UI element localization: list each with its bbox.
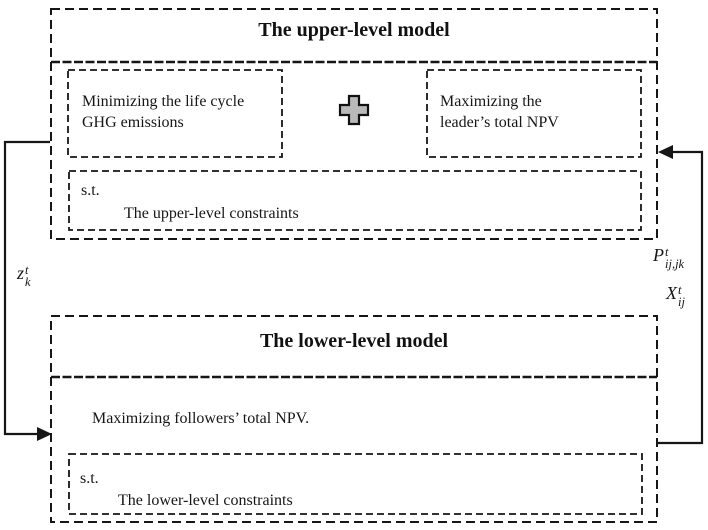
- plus-icon: [338, 94, 370, 126]
- p-variable-sub: ij,jk: [665, 257, 685, 271]
- lower-model-title: The lower-level model: [259, 330, 449, 352]
- left-arrowhead-icon: [37, 427, 52, 441]
- upper-constraints-box: [68, 170, 642, 231]
- upper-model-box: [50, 8, 658, 240]
- z-variable-sup: t: [25, 263, 29, 278]
- x-variable-sup: t: [678, 283, 682, 298]
- lower-objective-text: Maximizing followers’ total NPV.: [92, 410, 310, 427]
- right-arrowhead-icon: [658, 145, 673, 159]
- upper-st-label: s.t.: [81, 182, 100, 199]
- p-variable-base: P: [653, 245, 664, 265]
- lower-constraints-text: The lower-level constraints: [118, 492, 293, 509]
- z-variable-sub: k: [25, 275, 31, 289]
- x-variable-sub: ij: [678, 295, 685, 309]
- left-feedback-arrow: [3, 140, 52, 441]
- right-feedback-arrow: [657, 145, 704, 445]
- lower-st-label: s.t.: [80, 470, 99, 487]
- npv-objective-box: [426, 69, 642, 158]
- lower-constraints-box: [68, 453, 643, 515]
- z-variable-base: z: [17, 263, 25, 283]
- p-variable-sup: t: [665, 245, 669, 260]
- lower-model-box: [50, 315, 658, 523]
- ghg-objective-box: [67, 69, 283, 158]
- upper-model-title: The upper-level model: [258, 19, 450, 41]
- x-variable-base: X: [666, 283, 677, 303]
- npv-objective-text: Maximizing the leader’s total NPV: [440, 93, 559, 131]
- upper-constraints-text: The upper-level constraints: [124, 205, 299, 222]
- ghg-objective-text: Minimizing the life cycle GHG emissions: [82, 93, 245, 131]
